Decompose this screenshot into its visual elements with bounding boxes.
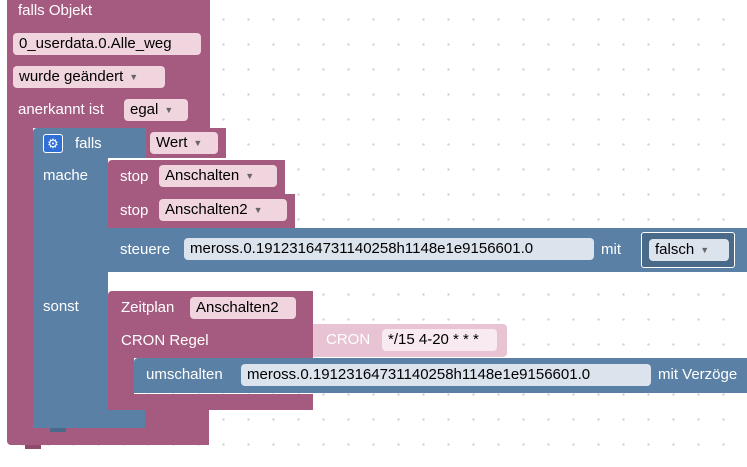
dropdown-caret-icon: ▼ [245,171,255,181]
schedule-label: Zeitplan [121,299,175,316]
if-block-left-bar [33,158,108,428]
schedule-block-cron-row [108,325,313,358]
ack-label: anerkannt ist [18,101,104,118]
stop-label-2: stop [120,202,149,219]
do-label: mache [43,167,89,184]
toggle-delay-label: mit Verzöge [658,366,738,383]
stop-dropdown-2[interactable]: Anschalten2▼ [159,199,287,221]
if-block-bottom [33,410,145,428]
dropdown-caret-icon: ▼ [700,245,710,255]
gear-icon[interactable]: ⚙ [43,134,63,153]
if-label: falls [75,135,102,152]
control-value-dropdown[interactable]: falsch▼ [649,239,729,261]
trigger-block-notch [25,445,41,449]
cron-block-label: CRON [326,331,371,348]
control-device-field[interactable]: meross.0.19123164731140258h1148e1e915660… [184,238,594,260]
cron-rule-label: CRON Regel [121,332,209,349]
if-block-notch [50,428,66,432]
object-id-field[interactable]: 0_userdata.0.Alle_weg [13,33,201,55]
stop-label-1: stop [120,168,149,185]
dropdown-caret-icon: ▼ [193,138,203,148]
control-with-label: mit [601,241,621,258]
schedule-block-left-bar [108,358,134,394]
dropdown-caret-icon: ▼ [129,72,139,82]
else-label: sonst [43,298,79,315]
ack-dropdown[interactable]: egal▼ [124,99,188,121]
schedule-name-field[interactable]: Anschalten2 [190,297,296,319]
control-label: steuere [120,241,171,258]
toggle-device-field[interactable]: meross.0.19123164731140258h1148e1e915660… [241,364,651,386]
value-dropdown[interactable]: Wert▼ [150,132,218,154]
dropdown-caret-icon: ▼ [164,105,174,115]
toggle-label: umschalten [146,366,223,383]
stop-dropdown-1[interactable]: Anschalten▼ [159,165,277,187]
condition-dropdown[interactable]: wurde geändert▼ [13,66,165,88]
cron-expression-field[interactable]: */15 4-20 * * * [382,329,497,351]
trigger-block-left-bar [7,128,33,432]
dropdown-caret-icon: ▼ [253,205,263,215]
schedule-block-bottom [108,394,313,410]
trigger-title: falls Objekt [18,2,93,19]
